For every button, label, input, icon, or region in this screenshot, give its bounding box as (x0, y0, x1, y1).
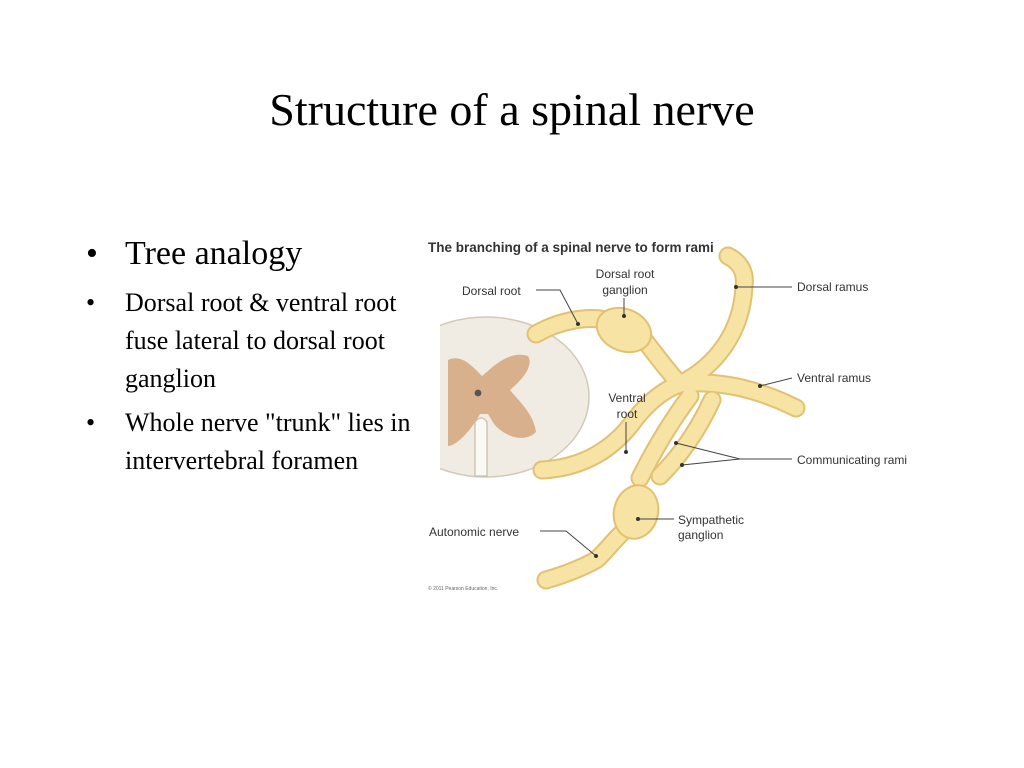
label-dorsal-root-ganglion-line2: ganglion (602, 283, 647, 297)
leader-lines (536, 286, 793, 557)
bullet-text: Whole nerve "trunk" lies in intervertebr… (125, 408, 411, 475)
bullet-marker: • (86, 408, 96, 437)
label-dorsal-ramus: Dorsal ramus (797, 280, 868, 294)
bullet-marker: • (86, 235, 98, 272)
bullet-marker: • (86, 288, 96, 317)
bullet-text: Dorsal root & ventral root fuse lateral … (125, 288, 397, 393)
label-sympathetic-ganglion-line1: Sympathetic (678, 513, 744, 527)
bullet-item: • Whole nerve "trunk" lies in interverte… (86, 404, 426, 480)
leader-dots (576, 285, 762, 558)
central-canal (474, 389, 482, 397)
sympathetic-ganglion (612, 484, 660, 540)
label-ventral-root-line1: Ventral (608, 391, 645, 405)
label-dorsal-root-ganglion-line1: Dorsal root (596, 267, 655, 281)
gray-matter (448, 354, 536, 446)
slide-title: Structure of a spinal nerve (269, 84, 755, 135)
label-ventral-root-line2: root (617, 407, 638, 421)
bullet-item: • Dorsal root & ventral root fuse latera… (86, 284, 426, 398)
bullet-list: • Tree analogy • Dorsal root & ventral r… (86, 232, 426, 480)
copyright-notice: © 2011 Pearson Education, Inc. (428, 585, 498, 592)
label-autonomic-nerve: Autonomic nerve (429, 525, 519, 539)
figure-title: The branching of a spinal nerve to form … (428, 240, 714, 255)
label-communicating-rami: Communicating rami (797, 453, 907, 467)
label-ventral-ramus: Ventral ramus (797, 371, 871, 385)
label-sympathetic-ganglion-line2: ganglion (678, 528, 723, 542)
bullet-item: • Tree analogy (86, 232, 426, 276)
label-dorsal-root: Dorsal root (462, 284, 521, 298)
spinal-cord-section (440, 316, 590, 478)
bullet-text: Tree analogy (125, 235, 303, 272)
dorsal-root-ganglion (595, 306, 653, 354)
nerve-bundles (526, 246, 806, 590)
anterior-median-fissure (474, 417, 488, 477)
